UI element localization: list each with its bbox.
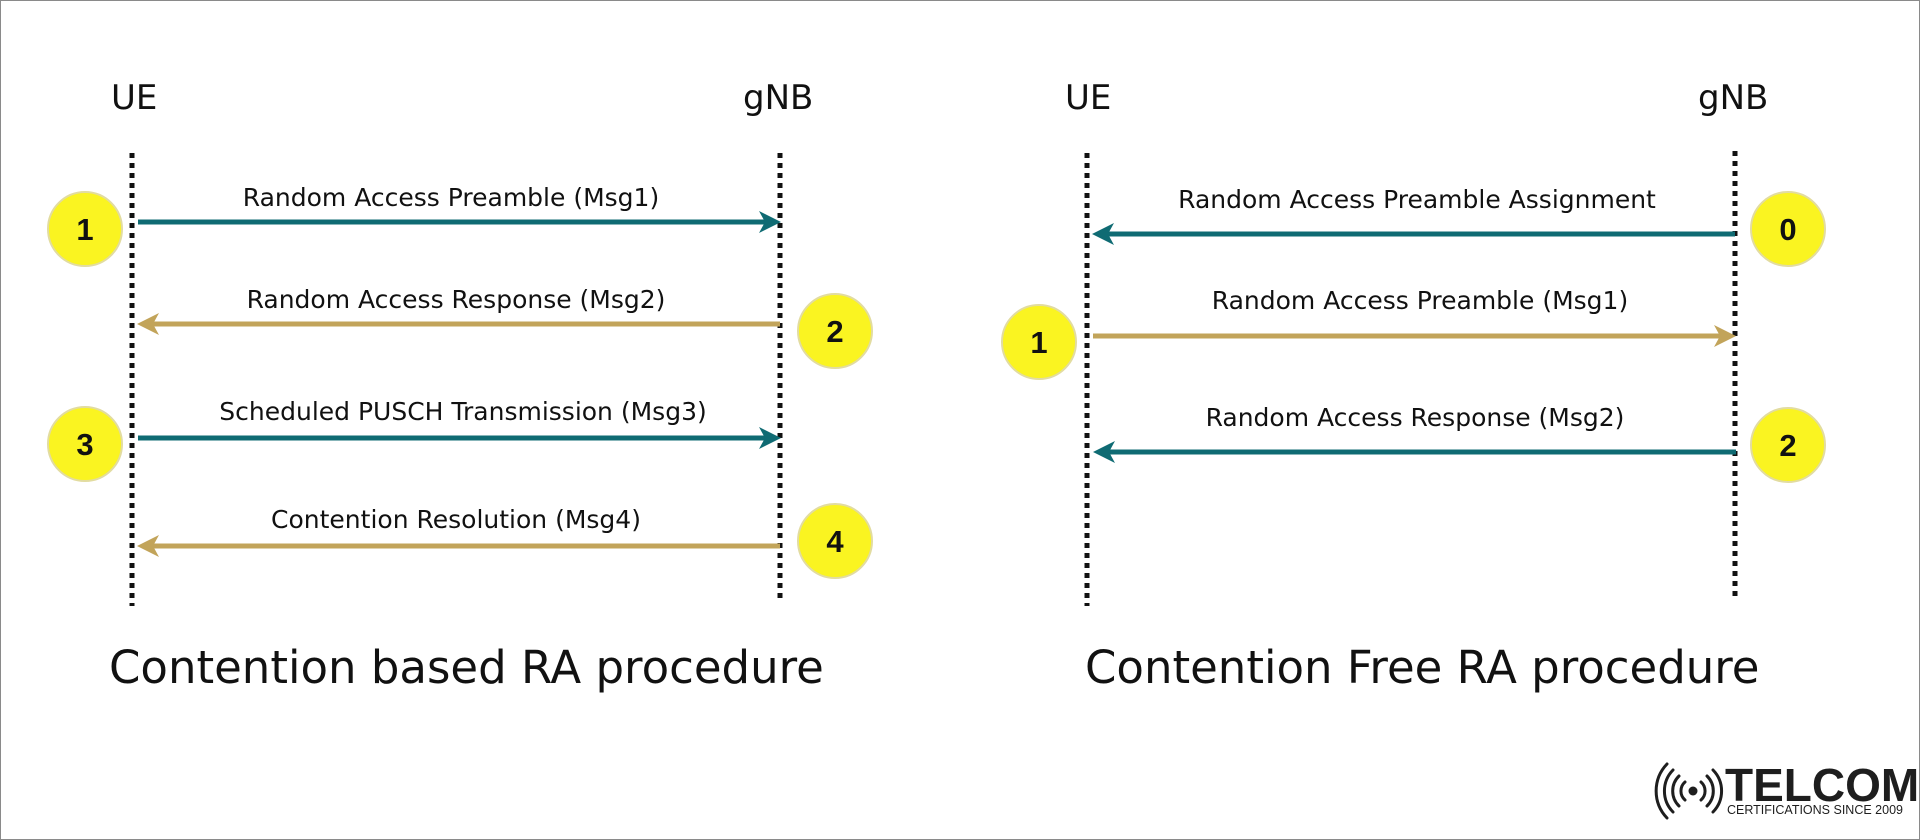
step-badge: 0 (1750, 191, 1826, 267)
broadcast-icon (1654, 762, 1724, 820)
step-number: 3 (76, 427, 93, 462)
diagram-caption: Contention based RA procedure (109, 641, 824, 694)
message-label: Random Access Preamble (Msg1) (243, 183, 659, 212)
arrow-head (759, 427, 781, 449)
message-label: Contention Resolution (Msg4) (271, 505, 641, 534)
step-circle (47, 191, 123, 267)
ue-label: UE (1065, 78, 1111, 118)
message-label: Random Access Preamble (Msg1) (1212, 286, 1628, 315)
message-msg1: Random Access Preamble (Msg1) (1093, 286, 1736, 347)
arrow-head (759, 211, 781, 233)
gnb-label: gNB (743, 78, 813, 118)
diagram-caption: Contention Free RA procedure (1085, 641, 1759, 694)
step-badge: 3 (47, 406, 123, 482)
message-label: Scheduled PUSCH Transmission (Msg3) (219, 397, 706, 426)
step-number: 1 (1030, 325, 1047, 360)
step-circle (1750, 191, 1826, 267)
step-number: 4 (826, 524, 844, 559)
arrow-head (1092, 223, 1114, 245)
gnb-label: gNB (1698, 78, 1768, 118)
step-circle (797, 503, 873, 579)
step-badge: 1 (1001, 304, 1077, 380)
step-number: 0 (1779, 212, 1796, 247)
contention-based-diagram: UE gNB Random Access Preamble (Msg1) 1 R… (47, 78, 873, 694)
step-number: 1 (76, 212, 93, 247)
message-msg4: Contention Resolution (Msg4) (137, 505, 780, 557)
contention-free-diagram: UE gNB Random Access Preamble Assignment… (1001, 78, 1826, 694)
step-badge: 2 (1750, 407, 1826, 483)
telcoma-logo: TELCOMA CERTIFICATIONS SINCE 2009 (1654, 759, 1919, 820)
message-label: Random Access Response (Msg2) (1206, 403, 1625, 432)
message-label: Random Access Response (Msg2) (247, 285, 666, 314)
message-msg3: Scheduled PUSCH Transmission (Msg3) (138, 397, 781, 449)
message-msg1: Random Access Preamble (Msg1) (138, 183, 781, 233)
step-badge: 1 (47, 191, 123, 267)
message-msg2: Random Access Response (Msg2) (137, 285, 780, 335)
message-msg2: Random Access Response (Msg2) (1093, 403, 1736, 463)
step-circle (797, 293, 873, 369)
arrow-head (137, 313, 159, 335)
ue-label: UE (111, 78, 157, 118)
step-circle (47, 406, 123, 482)
message-preamble-assignment: Random Access Preamble Assignment (1092, 185, 1735, 245)
arrow-head (1714, 325, 1736, 347)
step-circle (1001, 304, 1077, 380)
message-label: Random Access Preamble Assignment (1178, 185, 1656, 214)
step-badge: 2 (797, 293, 873, 369)
logo-name: TELCOMA (1725, 759, 1919, 811)
step-badge: 4 (797, 503, 873, 579)
step-number: 2 (826, 314, 843, 349)
step-number: 2 (1779, 428, 1796, 463)
logo-tagline: CERTIFICATIONS SINCE 2009 (1727, 803, 1903, 817)
arrow-head (1093, 441, 1115, 463)
arrow-head (137, 535, 159, 557)
step-circle (1750, 407, 1826, 483)
